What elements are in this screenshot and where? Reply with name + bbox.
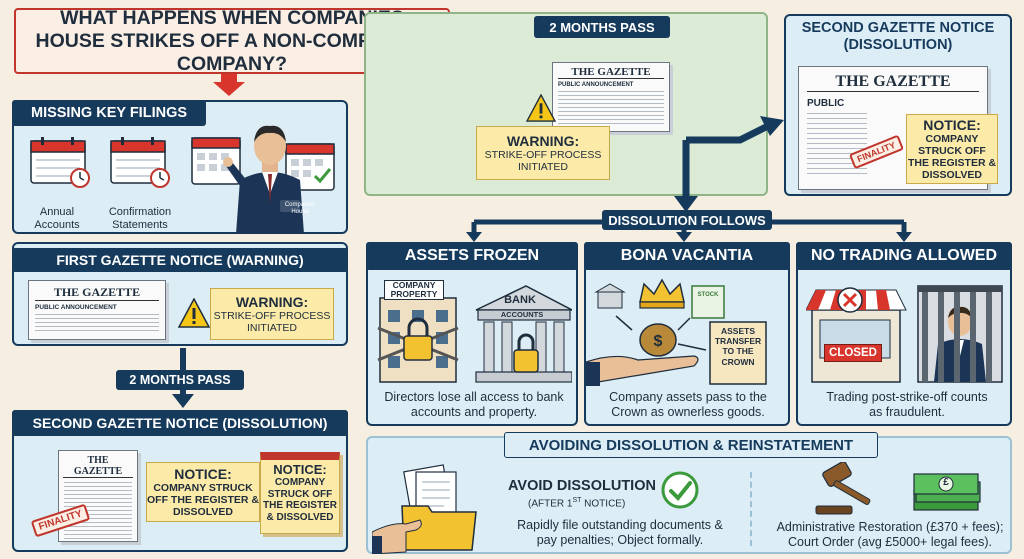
bona-vacantia-panel: BONA VACANTIA $ STOCK ASSETS TRANSFER TO… [584,242,790,426]
two-months-pass-left: 2 MONTHS PASS [116,370,244,390]
second-gazette-header-right: SECOND GAZETTE NOTICE (DISSOLUTION) [801,20,995,53]
companies-house-officer-icon [223,125,304,234]
restoration-text: Administrative Restoration (£370 + fees)… [776,520,1004,549]
gazette-newspaper: THE GAZETTE PUBLIC ANNOUNCEMENT [28,280,166,340]
closed-shop-icon [806,285,1003,383]
flow-arrows [674,116,784,212]
companies-house-badge: Companies House [284,202,316,215]
warning-text: STRIKE-OFF PROCESS INITIATED [213,309,331,335]
page-title: WHAT HAPPENS WHEN COMPANIES HOUSE STRIKE… [35,6,429,75]
annual-accounts-label: Annual Accounts [34,206,80,231]
gazette-newspaper: THE GAZETTE PUBLIC ANNOUNCEMENT [552,62,670,132]
warning-icon [526,94,556,122]
calendar-icon [30,137,90,188]
checkmark-icon [661,471,699,509]
avoid-subtitle: (AFTER 1ST NOTICE) [528,497,626,510]
warning-box: WARNING: STRIKE-OFF PROCESS INITIATED [210,288,334,340]
frozen-assets-icon [377,285,572,383]
accounts-label: ACCOUNTS [500,310,544,319]
money-stack-icon [913,473,981,511]
two-months-pass-right: 2 MONTHS PASS [534,16,670,38]
stock-label: STOCK [697,292,719,298]
avoid-title: AVOID DISSOLUTION [508,478,656,494]
warning-icon [178,298,210,328]
gazette-title: THE GAZETTE [35,285,159,301]
calendar-grid-icon [191,137,335,191]
gavel-icon [815,462,871,515]
crown-transfer-icon: $ [586,278,767,386]
closed-sign: CLOSED [824,344,882,362]
second-gazette-panel-right: SECOND GAZETTE NOTICE (DISSOLUTION) THE … [784,14,1012,196]
bona-vacantia-header: BONA VACANTIA [584,242,790,270]
assets-frozen-panel: ASSETS FROZEN COMPANY PROPERTY BANK ACCO… [366,242,578,426]
divider [750,472,752,546]
pound-symbol: £ [943,477,949,488]
first-gazette-panel: FIRST GAZETTE NOTICE (WARNING) THE GAZET… [12,242,348,346]
notice-card: NOTICE: COMPANY STRUCK OFF THE REGISTER … [260,452,340,534]
two-months-panel: 2 MONTHS PASS THE GAZETTE PUBLIC ANNOUNC… [364,12,768,196]
confirmation-statements-label: Confirmation Statements [108,206,172,231]
bona-vacantia-caption: Company assets pass to the Crown as owne… [609,390,767,419]
no-trading-panel: NO TRADING ALLOWED CLOSED Trading post-s… [796,242,1012,426]
notice-box-right: NOTICE: COMPANY STRUCK OFF THE REGISTER … [906,114,998,184]
avoid-header: AVOIDING DISSOLUTION & REINSTATEMENT [504,432,878,458]
warning-box-right: WARNING: STRIKE-OFF PROCESS INITIATED [476,126,610,180]
missing-filings-panel: MISSING KEY FILINGS Annual Accounts Conf… [12,100,348,234]
down-arrow-icon [213,74,245,96]
avoid-text: Rapidly file outstanding documents & pay… [517,518,723,547]
first-gazette-header: FIRST GAZETTE NOTICE (WARNING) [12,248,348,272]
notice-box: NOTICE: COMPANY STRUCK OFF THE REGISTER … [146,462,260,522]
missing-filings-header: MISSING KEY FILINGS [12,100,206,126]
assets-frozen-caption: Directors lose all access to bank accoun… [384,390,564,419]
dissolution-follows: DISSOLUTION FOLLOWS [602,210,772,230]
no-trading-caption: Trading post-strike-off counts as fraudu… [826,390,988,419]
gazette-title: THE GAZETTE [63,455,133,478]
calendar-icon [110,137,170,188]
assets-frozen-header: ASSETS FROZEN [366,242,578,270]
folder-documents-icon [372,464,477,554]
gazette-subtitle: PUBLIC ANNOUNCEMENT [35,304,117,311]
warning-title: WARNING: [235,293,309,310]
second-gazette-panel-left: SECOND GAZETTE NOTICE (DISSOLUTION) THE … [12,410,348,552]
avoid-panel: AVOIDING DISSOLUTION & REINSTATEMENT AVO… [366,432,1012,554]
scroll-text: ASSETS TRANSFER TO THE CROWN [714,326,762,367]
svg-text:$: $ [654,333,663,350]
gazette-newspaper: THE GAZETTE [58,450,138,542]
company-property-sign: COMPANY PROPERTY [384,280,444,300]
no-trading-header: NO TRADING ALLOWED [796,242,1012,270]
second-gazette-header-left: SECOND GAZETTE NOTICE (DISSOLUTION) [12,410,348,436]
bank-label: BANK [504,294,536,306]
